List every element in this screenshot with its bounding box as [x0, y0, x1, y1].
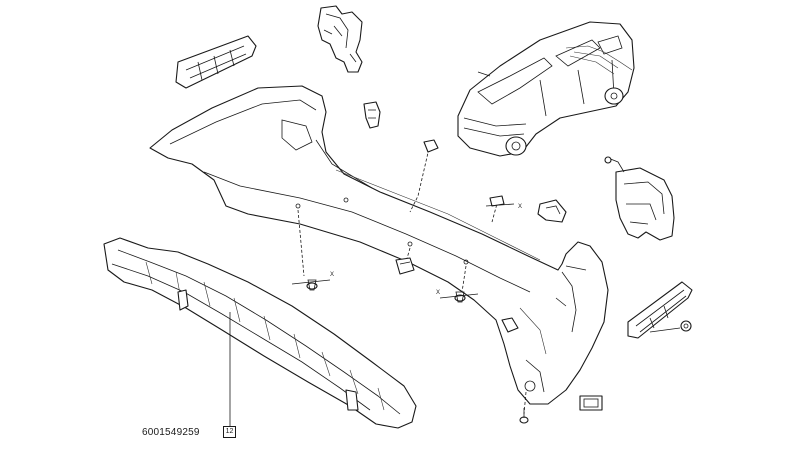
lower-right-strip-part [627, 281, 693, 339]
clip-part [363, 101, 381, 129]
small-bracket-part [537, 199, 567, 223]
pad-part [579, 395, 603, 411]
energy-absorber-part [103, 237, 417, 429]
reference-number: 6001549259 [142, 427, 200, 438]
side-clip-part [501, 317, 519, 333]
upper-mounting-strip-part [175, 35, 257, 89]
callout-number-box: 12 [223, 426, 236, 438]
square-clip-part [395, 257, 415, 275]
axis-mark-x: X [330, 272, 334, 278]
bottom-screw-part [519, 408, 529, 424]
vehicle-illustration [457, 21, 635, 157]
screw-fastener-center: X [436, 290, 479, 303]
right-side-bracket-part [604, 156, 675, 241]
retainer-clip-part [423, 139, 439, 153]
axis-mark-x: X [518, 204, 522, 210]
axis-mark-x: X [436, 290, 440, 296]
screw-fastener-left: X [291, 272, 334, 291]
rear-bumper-shell-part [149, 85, 609, 405]
screw-fastener-upper: X [485, 195, 522, 210]
top-bracket-part [317, 5, 363, 73]
